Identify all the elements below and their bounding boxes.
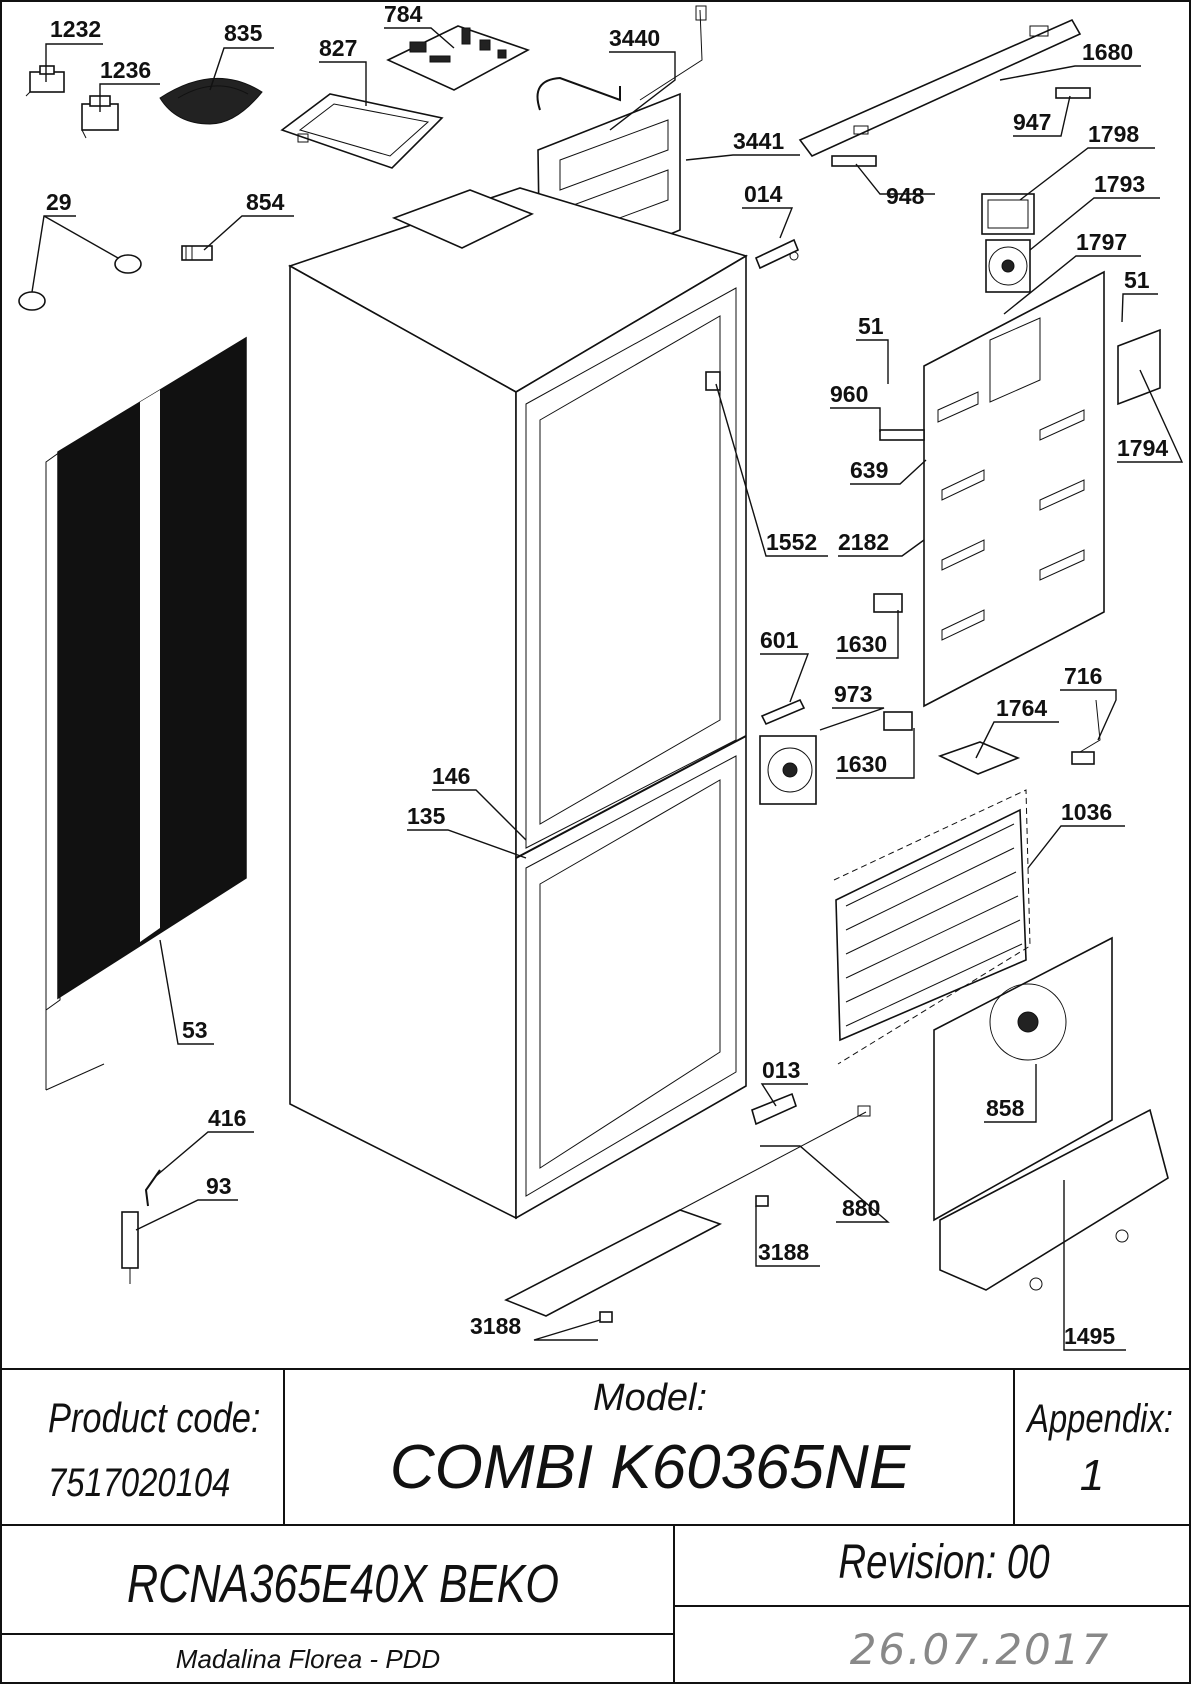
label-639: 639 — [850, 457, 888, 483]
label-3441: 3441 — [733, 128, 784, 154]
part-1495-drawer-cover — [933, 936, 1169, 1291]
revision: Revision: 00 — [838, 1536, 1049, 1589]
part-601-bracket — [760, 698, 806, 726]
appendix-label: Appendix: — [1025, 1396, 1173, 1441]
label-716: 716 — [1064, 663, 1102, 689]
label-51: 51 — [858, 313, 884, 339]
label-1232: 1232 — [50, 16, 101, 42]
part-854-connector — [181, 245, 213, 261]
label-947: 947 — [1013, 109, 1051, 135]
part-1764-pad — [937, 741, 1021, 775]
part-3188-feet — [599, 1195, 769, 1323]
label-1764: 1764 — [996, 695, 1047, 721]
label-1798: 1798 — [1088, 121, 1139, 147]
part-1630-lower — [883, 711, 913, 731]
date: 26.07.2017 — [850, 1625, 1110, 1674]
part-827-lid — [280, 93, 444, 169]
part-947-trim — [1055, 87, 1091, 99]
label-53: 53 — [182, 1017, 208, 1043]
part-013-hinge — [751, 1092, 797, 1126]
leader-lines — [31, 27, 1184, 1351]
part-93-drier — [121, 1211, 139, 1284]
part-716-cable — [1071, 699, 1101, 765]
label-51-top: 51 — [1124, 267, 1150, 293]
part-labels: 1232 1236 835 827 784 3440 1680 947 1798… — [46, 1, 1168, 1349]
part-1798-frame — [981, 193, 1035, 235]
part-973-fan-motor — [759, 735, 817, 805]
part-1793-fan — [985, 239, 1031, 293]
part-1680-top-trim — [798, 18, 1082, 157]
label-3188-right: 3188 — [758, 1239, 809, 1265]
label-013: 013 — [762, 1057, 800, 1083]
part-948-trim — [831, 155, 877, 167]
label-1794: 1794 — [1117, 435, 1168, 461]
part-1552-bracket — [705, 371, 721, 391]
label-29: 29 — [46, 189, 72, 215]
part-1630-upper — [873, 593, 903, 613]
label-948: 948 — [886, 183, 925, 209]
label-1797: 1797 — [1076, 229, 1127, 255]
label-1036: 1036 — [1061, 799, 1112, 825]
label-1236: 1236 — [100, 57, 151, 83]
part-cabinet-body — [288, 187, 748, 1220]
label-3188-left: 3188 — [470, 1313, 521, 1339]
part-416-tube — [144, 1169, 161, 1207]
label-146: 146 — [432, 763, 470, 789]
product-name: RCNA365E40X BEKO — [127, 1555, 559, 1615]
product-code-value: 7517020104 — [48, 1460, 230, 1505]
label-973: 973 — [834, 681, 872, 707]
model-value: COMBI K60365NE — [390, 1433, 911, 1502]
product-code-label: Product code: — [48, 1395, 260, 1442]
author: Madalina Florea - PDD — [176, 1644, 440, 1674]
label-858: 858 — [986, 1095, 1025, 1121]
part-53-condenser — [45, 336, 247, 1091]
appendix-value: 1 — [1080, 1451, 1104, 1500]
part-784-control-board — [386, 25, 530, 91]
model-label: Model: — [593, 1377, 707, 1419]
label-2182: 2182 — [838, 529, 889, 555]
label-1552: 1552 — [766, 529, 817, 555]
label-1680: 1680 — [1082, 39, 1133, 65]
part-1232-relay — [25, 65, 65, 97]
label-960: 960 — [830, 381, 868, 407]
label-135: 135 — [407, 803, 446, 829]
part-29-clamps — [18, 254, 142, 311]
label-1495: 1495 — [1064, 1323, 1115, 1349]
label-1793: 1793 — [1094, 171, 1145, 197]
label-601: 601 — [760, 627, 799, 653]
label-416: 416 — [208, 1105, 246, 1131]
label-835: 835 — [224, 20, 263, 46]
label-3440: 3440 — [609, 25, 660, 51]
part-014-hinge — [754, 238, 800, 270]
label-880: 880 — [842, 1195, 880, 1221]
label-827: 827 — [319, 35, 357, 61]
label-854: 854 — [246, 189, 285, 215]
part-835-lamp-cover — [159, 77, 263, 125]
label-93: 93 — [206, 1173, 232, 1199]
label-1630-lower: 1630 — [836, 751, 887, 777]
part-880-heater — [504, 1105, 871, 1317]
part-1794-cover — [1117, 328, 1161, 406]
label-014: 014 — [744, 181, 783, 207]
part-960-strip — [879, 429, 925, 441]
label-784: 784 — [384, 1, 423, 27]
label-1630-upper: 1630 — [836, 631, 887, 657]
part-2182-rear-panel — [923, 270, 1105, 708]
